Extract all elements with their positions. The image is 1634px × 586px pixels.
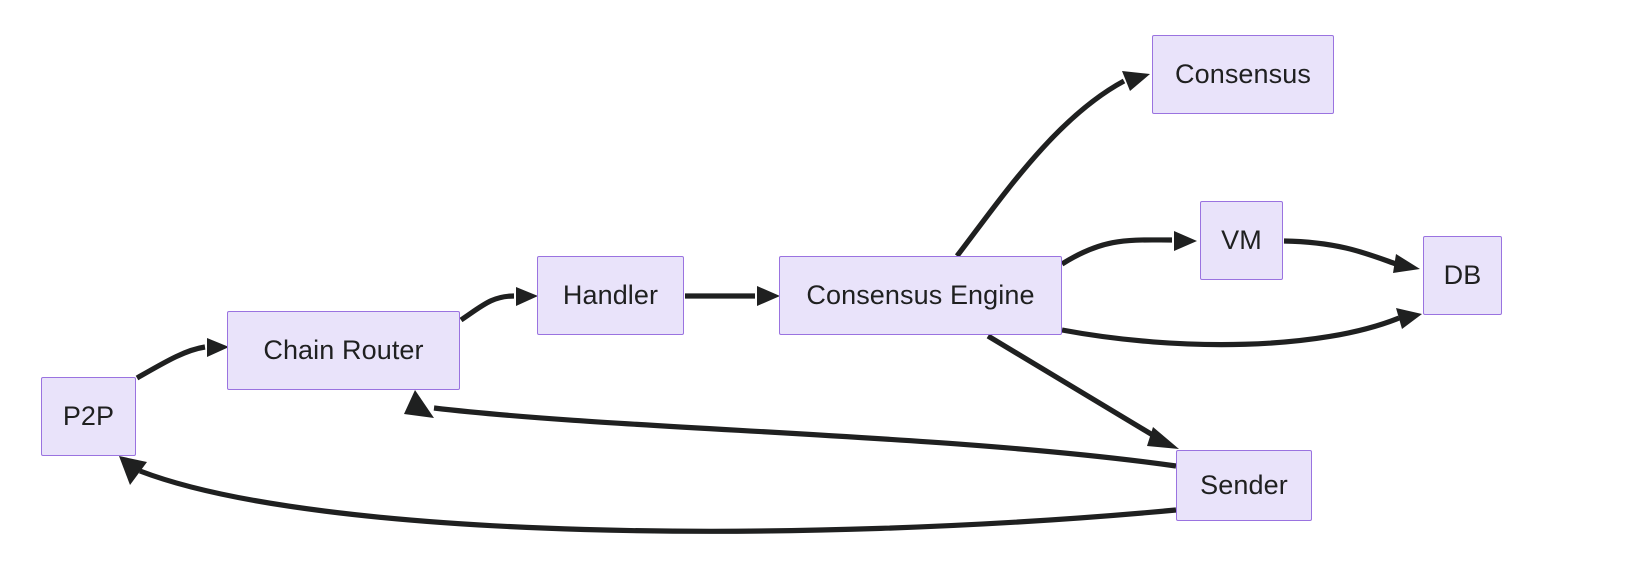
edge-chain-router-to-handler (459, 287, 538, 323)
node-label-sender: Sender (1200, 470, 1288, 500)
arrow-head-icon (516, 287, 538, 306)
edge-sender-to-p2p (119, 456, 1177, 534)
edge-consensus-engine-to-consensus (954, 71, 1150, 258)
arrow-head-icon (1147, 427, 1179, 449)
edge-consensus-engine-to-db (1061, 308, 1422, 348)
node-db[interactable]: DB (1423, 236, 1502, 315)
arrow-head-icon (207, 338, 229, 357)
arrow-head-icon (1174, 231, 1197, 251)
node-label-consensus: Consensus (1175, 59, 1311, 89)
edge-handler-to-consensus-engine (685, 286, 780, 306)
node-label-chain-router: Chain Router (263, 335, 424, 365)
node-consensus-engine[interactable]: Consensus Engine (779, 256, 1062, 335)
edge-consensus-engine-to-sender (986, 333, 1179, 449)
arrow-head-icon (1122, 71, 1150, 91)
node-label-db: DB (1443, 260, 1482, 290)
node-handler[interactable]: Handler (537, 256, 684, 335)
arrow-head-icon (757, 286, 780, 306)
node-consensus[interactable]: Consensus (1152, 35, 1334, 114)
node-vm[interactable]: VM (1200, 201, 1283, 280)
edge-sender-to-chain-router (404, 390, 1177, 469)
node-sender[interactable]: Sender (1176, 450, 1312, 521)
arrow-head-icon (1393, 254, 1420, 273)
edge-vm-to-db (1283, 238, 1420, 273)
arrow-head-icon (119, 456, 147, 485)
node-chain-router[interactable]: Chain Router (227, 311, 460, 390)
node-label-vm: VM (1221, 225, 1262, 255)
node-p2p[interactable]: P2P (41, 377, 136, 456)
node-label-consensus-engine: Consensus Engine (806, 280, 1035, 310)
node-label-handler: Handler (562, 280, 659, 310)
arrow-head-icon (1396, 308, 1422, 329)
edge-consensus-engine-to-vm (1060, 231, 1197, 267)
node-label-p2p: P2P (62, 401, 115, 431)
edge-p2p-to-chain-router (135, 338, 229, 381)
arrow-head-icon (404, 390, 434, 418)
